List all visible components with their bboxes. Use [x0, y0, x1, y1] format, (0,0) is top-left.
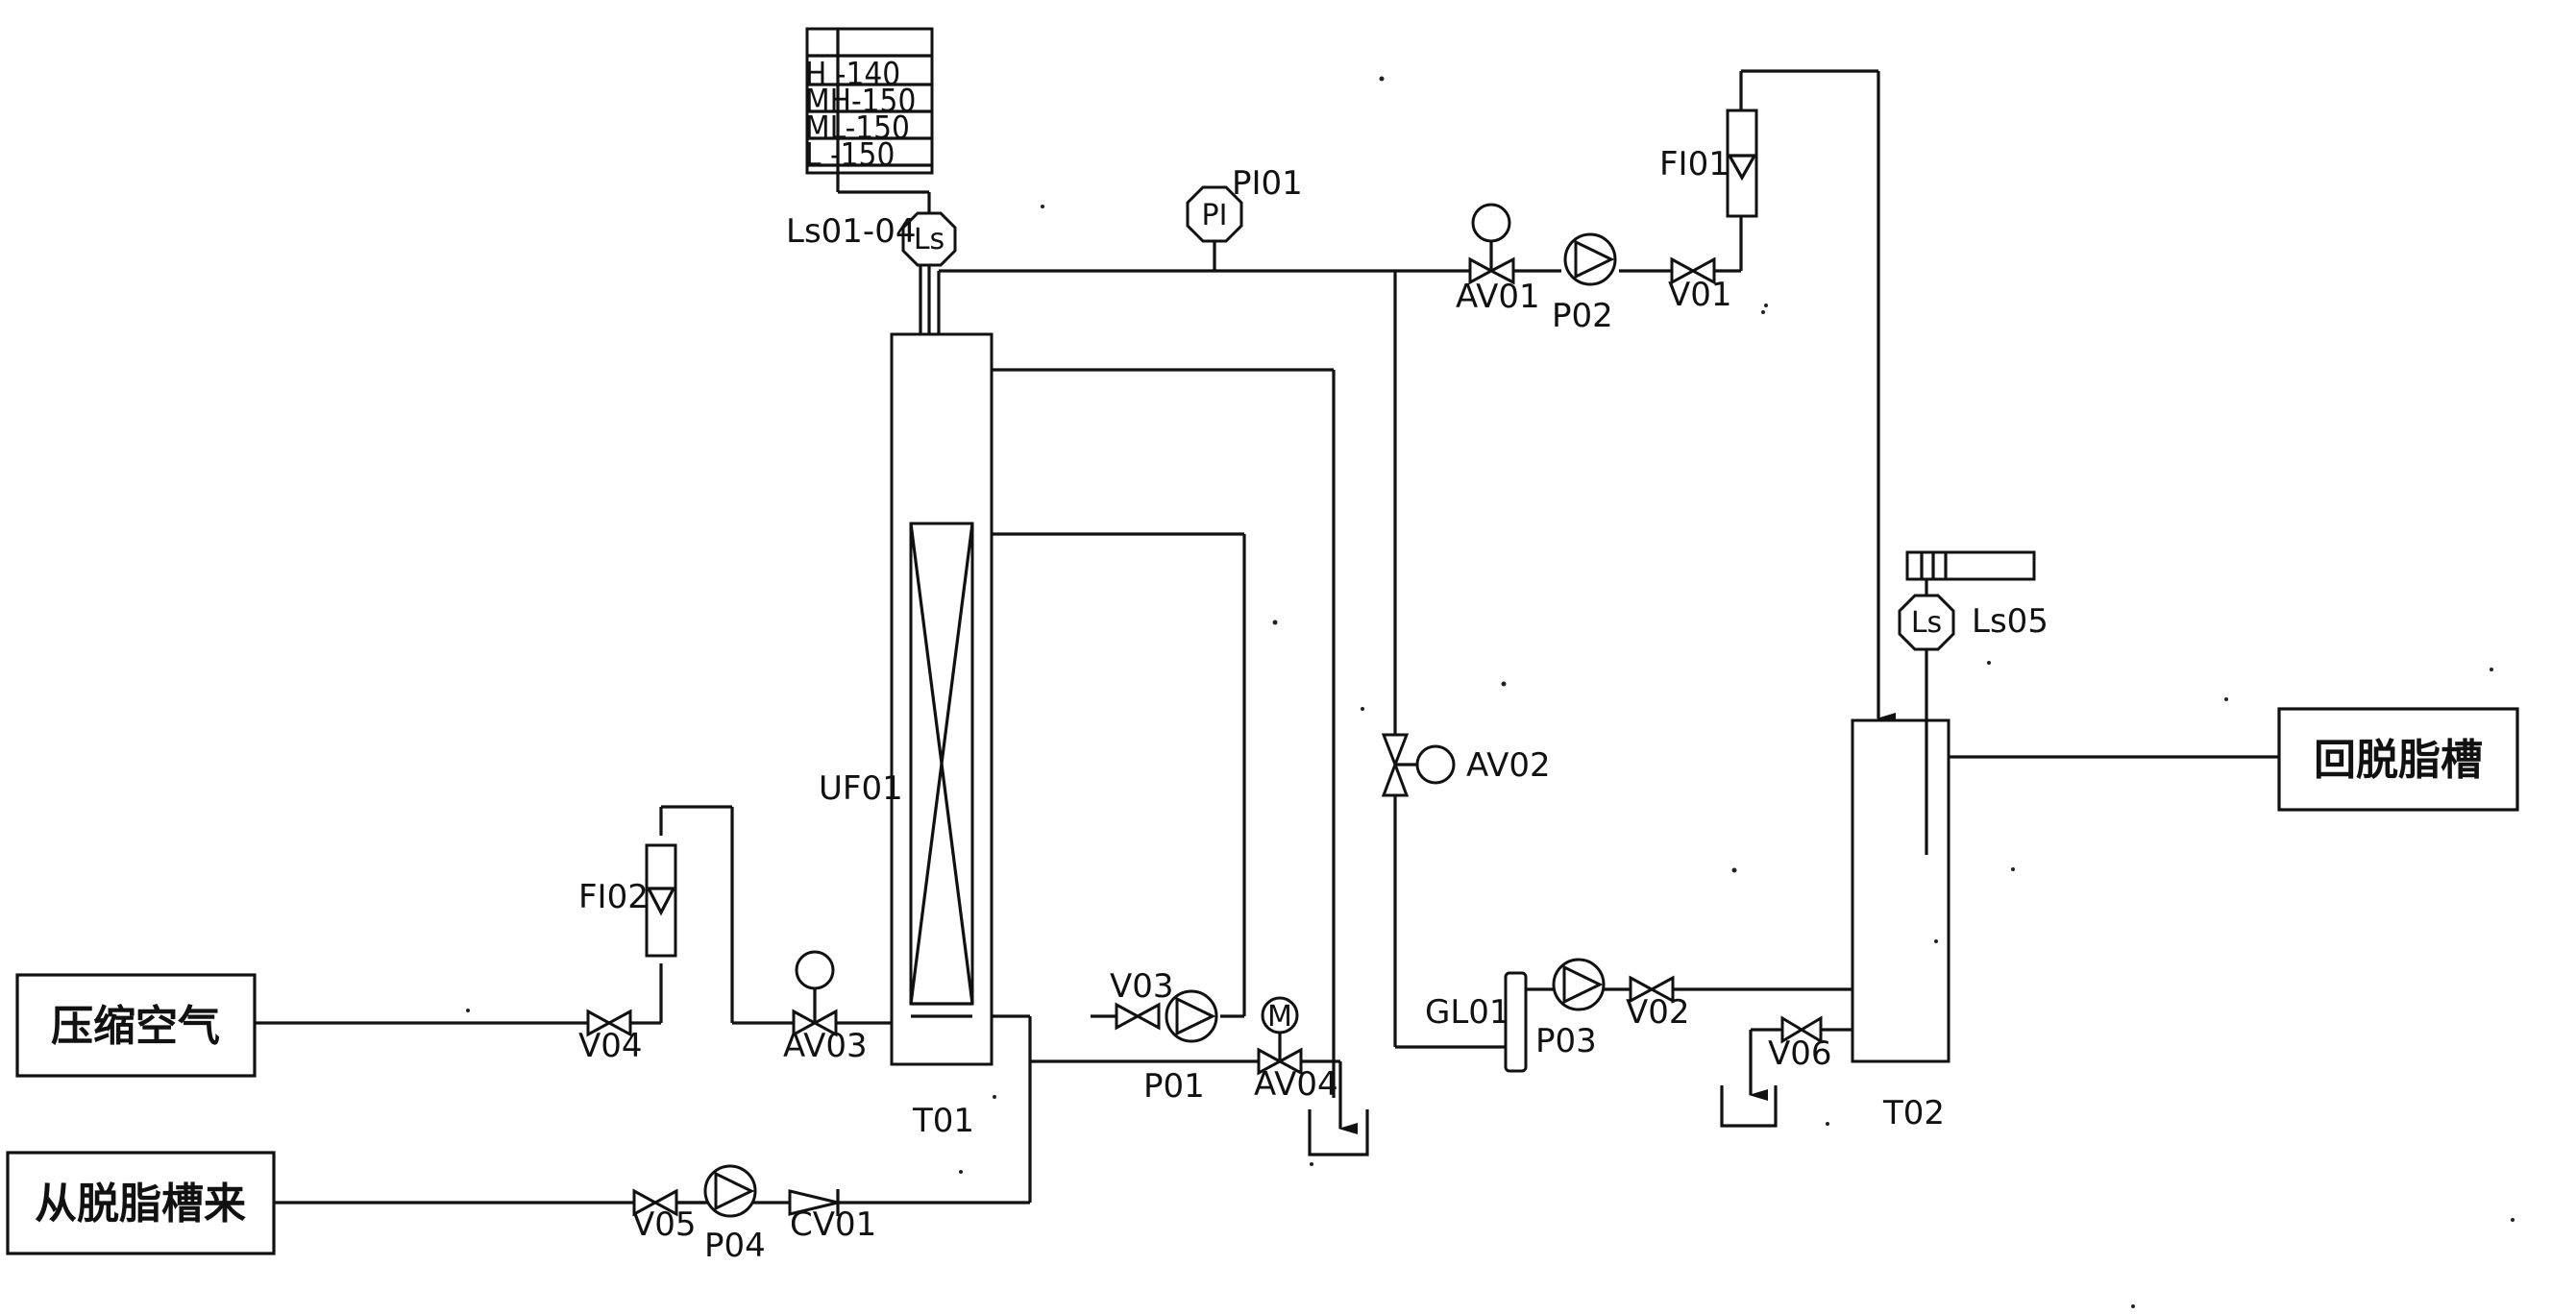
- level-switch-ls01-04-symbol: Ls: [914, 223, 945, 256]
- tank-t02: T02: [1851, 718, 1950, 1132]
- uf-module: [909, 522, 974, 1018]
- level-setting-mh: MH-150: [805, 82, 916, 119]
- valve-v03-label: V03: [1110, 967, 1174, 1006]
- motor-symbol: M: [1267, 1000, 1292, 1034]
- tank-t02-label: T02: [1882, 1094, 1945, 1132]
- valve-v03[interactable]: V03: [1110, 967, 1174, 1031]
- pump-p03[interactable]: P03: [1535, 958, 1606, 1060]
- pump-p04-label: P04: [704, 1227, 766, 1265]
- drain-tray-t01: [1308, 1098, 1369, 1156]
- terminal-from-degreasing-tank: 从脱脂槽来: [6, 1151, 276, 1255]
- level-switch-ls05: Ls Ls05: [1898, 550, 2049, 651]
- drain-tray-t02: [1720, 1085, 1778, 1128]
- valve-v05[interactable]: V05: [632, 1188, 697, 1244]
- terminal-compressed-air-label: 压缩空气: [51, 1002, 220, 1051]
- valve-cv01-label: CV01: [790, 1205, 876, 1244]
- level-setting-l: L -150: [805, 135, 895, 173]
- level-setting-h: H -140: [805, 55, 900, 92]
- valve-v04-label: V04: [578, 1027, 643, 1065]
- valve-v02[interactable]: V02: [1626, 975, 1690, 1032]
- valve-v01[interactable]: V01: [1668, 256, 1732, 314]
- scan-specks: [466, 76, 2515, 1308]
- pump-p02[interactable]: P02: [1552, 232, 1617, 335]
- valve-av04[interactable]: M AV04: [1254, 996, 1340, 1104]
- pressure-indicator-symbol: PI: [1202, 199, 1228, 232]
- level-settings-panel: H -140 MH-150 ML-150 L -150: [805, 27, 934, 194]
- pressure-indicator-pi01: PI PI01: [1186, 164, 1303, 271]
- terminal-compressed-air: 压缩空气: [15, 973, 257, 1078]
- valve-cv01[interactable]: CV01: [788, 1189, 876, 1244]
- valve-av01-label: AV01: [1456, 278, 1540, 316]
- valve-v06[interactable]: V06: [1768, 1015, 1832, 1073]
- level-switch-ls01-04-label: Ls01-04: [786, 212, 916, 251]
- flow-indicator-fi01: FI01: [1659, 109, 1758, 218]
- flow-indicator-fi02: FI02: [578, 843, 677, 958]
- valve-v04[interactable]: V04: [578, 1009, 643, 1065]
- valve-av02[interactable]: AV02: [1381, 733, 1551, 797]
- valve-v05-label: V05: [632, 1205, 697, 1244]
- valve-av04-label: AV04: [1254, 1065, 1338, 1104]
- tank-t01-label: T01: [912, 1102, 974, 1140]
- valve-av03[interactable]: AV03: [783, 950, 868, 1065]
- terminal-return-degreasing-tank-label: 回脱脂槽: [2314, 736, 2483, 785]
- flow-indicator-fi02-label: FI02: [578, 878, 649, 916]
- valve-v01-label: V01: [1668, 276, 1732, 314]
- terminal-return-degreasing-tank: 回脱脂槽: [2277, 707, 2519, 812]
- pump-p04[interactable]: P04: [676, 1164, 766, 1265]
- terminal-from-degreasing-tank-label: 从脱脂槽来: [35, 1180, 246, 1229]
- valve-v02-label: V02: [1626, 993, 1690, 1032]
- level-switch-ls05-label: Ls05: [1972, 602, 2049, 641]
- level-switch-ls01-04: Ls Ls01-04: [786, 211, 957, 267]
- filter-gl01: GL01: [1425, 971, 1528, 1073]
- valve-av01[interactable]: AV01: [1456, 203, 1540, 316]
- valve-av03-label: AV03: [783, 1027, 868, 1065]
- pump-p02-label: P02: [1552, 297, 1613, 335]
- pump-p01-label: P01: [1143, 1067, 1205, 1106]
- valve-v06-label: V06: [1768, 1034, 1832, 1073]
- uf-module-label: UF01: [819, 769, 903, 808]
- pump-p03-label: P03: [1535, 1022, 1597, 1060]
- pressure-indicator-pi01-label: PI01: [1232, 164, 1303, 203]
- level-switch-ls05-symbol: Ls: [1911, 606, 1942, 640]
- level-setting-ml: ML-150: [805, 109, 910, 146]
- flow-indicator-fi01-label: FI01: [1659, 145, 1730, 183]
- tank-t01: UF01 T01: [819, 332, 994, 1140]
- valve-av02-label: AV02: [1466, 746, 1551, 785]
- filter-gl01-label: GL01: [1425, 993, 1510, 1032]
- pump-p01[interactable]: P01: [1143, 989, 1218, 1106]
